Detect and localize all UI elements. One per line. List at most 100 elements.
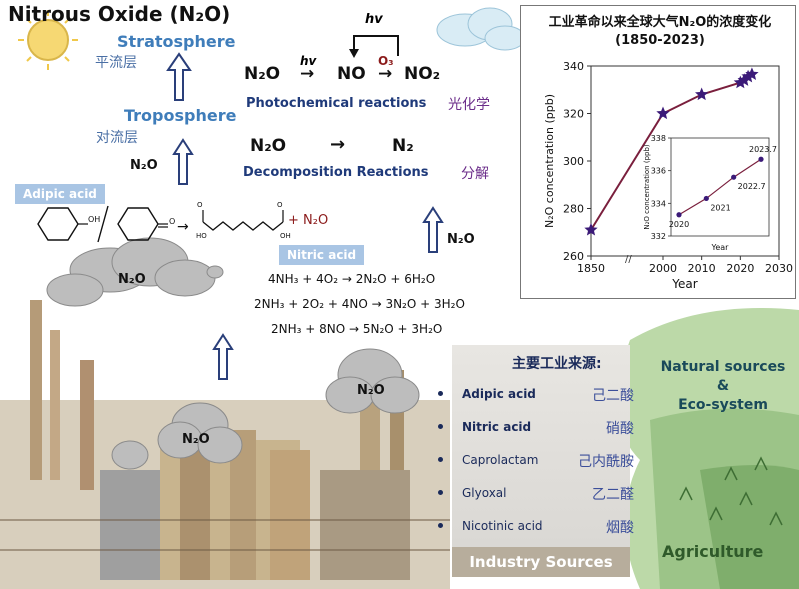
photochem-caption: Photochemical reactions — [246, 96, 427, 111]
inset-data-point — [676, 212, 682, 218]
carbonyl-o-left: O — [197, 201, 203, 209]
inset-y-tick-label: 334 — [651, 199, 666, 208]
chart-title: 工业革命以来全球大气N₂O的浓度变化(1850-2023) — [548, 15, 772, 48]
industry-heading: 主要工业来源: — [512, 356, 602, 372]
adipic-n2o-product: + N₂O — [288, 213, 329, 228]
cloud-n2o-label: N₂O — [182, 432, 210, 447]
photochem-arrow-1: → — [300, 64, 315, 84]
photochem-caption-zh: 光化学 — [448, 97, 490, 113]
inset-series-line — [678, 158, 762, 216]
inset-point-label: 2020 — [669, 220, 689, 229]
sun-icon — [18, 10, 78, 70]
adipic-structure — [37, 205, 284, 243]
inset-point-label: 2023.7 — [749, 145, 777, 154]
nitric-equation-2: 2NH₃ + 2O₂ + 4NO → 3N₂O + 3H₂O — [254, 297, 465, 311]
industry-item-en: Glyoxal — [462, 486, 507, 500]
hydroxyl-label: OH — [88, 215, 101, 224]
y-tick-label: 320 — [563, 108, 584, 121]
y-axis-label: N₂O concentration (ppb) — [543, 94, 556, 228]
troposphere-label-zh: 对流层 — [96, 130, 138, 146]
x-tick-label: 2000 — [649, 262, 677, 275]
y-tick-label: 340 — [563, 60, 584, 73]
data-point-star — [737, 73, 751, 86]
hv-cycle-arrow — [349, 35, 399, 58]
industry-item-en: Nitric acid — [462, 420, 532, 434]
industry-sources-panel: 主要工业来源: Adipic acid 己二酸 Nitric acid 硝酸 Capro… — [438, 345, 634, 577]
stratosphere-label: Stratosphere — [117, 32, 236, 51]
photochem-arrow-2: → — [378, 64, 393, 84]
agriculture-label: Agriculture — [662, 542, 764, 561]
data-point-star — [695, 87, 709, 101]
decomp-n2o: N₂O — [250, 136, 287, 156]
inset-y-tick-label: 332 — [651, 232, 666, 241]
decomp-n2: N₂ — [392, 136, 414, 156]
n2o-rising-label: N₂O — [447, 232, 475, 247]
n2o-troposphere-label: N₂O — [130, 158, 158, 173]
bullet-icon — [438, 424, 443, 429]
bullet-icon — [438, 523, 443, 528]
industry-item-en: Adipic acid — [462, 387, 536, 401]
eco-system-label: Eco-system — [678, 397, 768, 413]
ho-left: HO — [196, 232, 207, 240]
axis-break-mark: // — [625, 254, 632, 265]
industry-list: Adipic acid 己二酸 Nitric acid 硝酸 Caprolactam 己内… — [438, 345, 634, 545]
bullet-icon — [438, 457, 443, 462]
page-title: Nitrous Oxide (N₂O) — [8, 2, 231, 26]
inset-point-label: 2022.7 — [738, 182, 766, 191]
photochem-no: NO — [337, 64, 366, 84]
agriculture-field — [617, 308, 799, 589]
concentration-chart-panel: 工业革命以来全球大气N₂O的浓度变化(1850-2023) 260 280 300 3… — [520, 5, 796, 299]
industry-item-en: Caprolactam — [462, 453, 539, 467]
decomp-caption-zh: 分解 — [461, 166, 489, 182]
data-point-star — [584, 222, 598, 236]
photochem-no2: NO₂ — [404, 64, 441, 84]
nitric-acid-tag: Nitric acid — [279, 245, 365, 265]
data-point-star — [733, 75, 747, 89]
data-point-star — [741, 69, 755, 83]
decomp-arrow: → — [330, 134, 346, 155]
industry-item-zh: 硝酸 — [606, 421, 634, 437]
up-arrow-icon — [212, 333, 234, 380]
inset-frame — [670, 137, 770, 237]
oh-right: OH — [280, 232, 291, 240]
x-tick-label: 1850 — [577, 262, 605, 275]
decomp-caption: Decomposition Reactions — [243, 165, 429, 180]
bullet-icon — [438, 490, 443, 495]
carbonyl-o-right: O — [277, 201, 283, 209]
photochem-n2o: N₂O — [244, 64, 281, 84]
data-point-star — [745, 67, 759, 80]
y-tick-label: 280 — [563, 203, 584, 216]
x-tick-label: 2030 — [765, 262, 793, 275]
cloud-n2o-label: N₂O — [357, 383, 385, 398]
stratosphere-label-zh: 平流层 — [95, 55, 137, 71]
hv-top-label: hv — [365, 12, 383, 27]
bullet-icon — [438, 391, 443, 396]
sky-cloud — [436, 7, 526, 51]
data-point-star — [656, 106, 670, 120]
inset-data-point — [703, 195, 709, 202]
y-tick-label: 300 — [563, 155, 584, 168]
hv-arrow-label: hv — [300, 54, 317, 68]
cloud-n2o-label: N₂O — [118, 272, 146, 287]
industry-item-en: Nicotinic acid — [462, 519, 543, 533]
inset-x-axis-label: Year — [711, 243, 730, 252]
industry-item-zh: 己二酸 — [592, 388, 634, 404]
o3-label: O₃ — [378, 54, 394, 68]
x-tick-label: 2010 — [688, 262, 716, 275]
concentration-chart: 260 280 300 320 340 1850 2000 2010 2020 2030 // Yea… — [543, 60, 793, 291]
y-tick-label: 260 — [563, 250, 584, 263]
nitric-equation-3: 2NH₃ + 8NO → 5N₂O + 3H₂O — [271, 322, 443, 336]
adipic-acid-tag: Adipic acid — [15, 184, 105, 204]
inset-point-label: 2021 — [710, 203, 730, 212]
natural-sources-ampersand: & — [716, 378, 730, 394]
smoke-cloud — [46, 237, 420, 470]
inset-y-axis-label: N₂O concentration (ppb) — [643, 144, 651, 230]
inset-y-tick-label: 338 — [651, 134, 666, 143]
inset-data-point — [731, 174, 737, 180]
industry-item-zh: 烟酸 — [606, 520, 634, 536]
industry-item-zh: 己内酰胺 — [578, 454, 634, 470]
nitric-equation-1: 4NH₃ + 4O₂ → 2N₂O + 6H₂O — [268, 272, 436, 286]
up-arrow-icon — [422, 206, 444, 253]
industry-item-zh: 乙二醛 — [592, 487, 634, 503]
